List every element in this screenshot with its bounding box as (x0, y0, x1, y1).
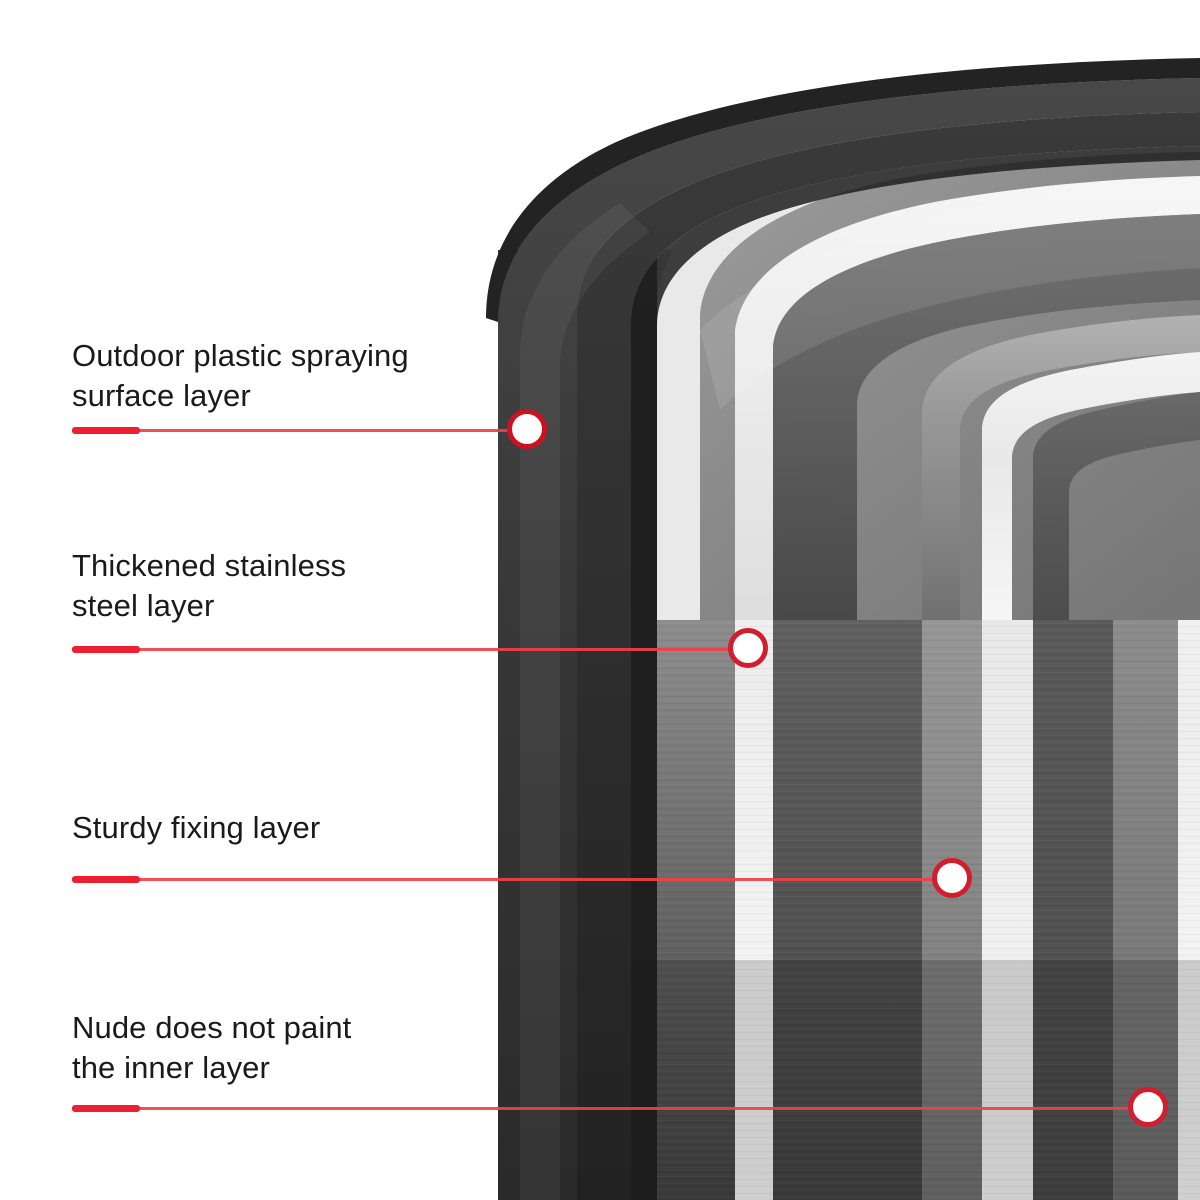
left-white-mask (0, 0, 486, 1200)
rim-group (486, 58, 1200, 1200)
interior-sheen (700, 178, 1200, 410)
callout-dot-thickened-stainless-steel-layer[interactable] (728, 628, 768, 668)
curved-band-fixing-bright (982, 352, 1200, 620)
leader-cap-sturdy-fixing-layer (72, 876, 140, 883)
callout-dot-outdoor-plastic-spraying-surface-layer[interactable] (507, 409, 547, 449)
callout-dot-sturdy-fixing-layer[interactable] (932, 858, 972, 898)
coating-gloss-highlight (520, 203, 650, 1200)
leader-line-sturdy-fixing-layer (72, 878, 944, 881)
curved-band-steel-core (773, 214, 1200, 620)
callout-label-nude-does-not-paint-the-inner-layer: Nude does not paint the inner layer (72, 1010, 352, 1086)
leader-cap-nude-does-not-paint-the-inner-layer (72, 1105, 140, 1112)
leader-line-nude-does-not-paint-the-inner-layer (72, 1107, 1140, 1110)
callout-label-outdoor-plastic-spraying-surface-layer: Outdoor plastic spraying surface layer (72, 338, 409, 414)
black-coating-deep-shadow (631, 146, 1200, 1200)
callout-label-thickened-stainless-steel-layer: Thickened stainless steel layer (72, 548, 347, 624)
curved-band-fixing (922, 315, 1200, 620)
leader-cap-outdoor-plastic-spraying-surface-layer (72, 427, 140, 434)
rim-top-lip (486, 58, 1200, 322)
curved-band-inner-shadow (1033, 392, 1200, 620)
leader-line-outdoor-plastic-spraying-surface-layer (72, 429, 519, 432)
black-coating-inner (577, 112, 1200, 1200)
black-coating-outer (498, 78, 1200, 1200)
leader-cap-thickened-stainless-steel-layer (72, 646, 140, 653)
leader-line-thickened-stainless-steel-layer (72, 648, 740, 651)
callout-dot-nude-does-not-paint-the-inner-layer[interactable] (1128, 1087, 1168, 1127)
callout-label-sturdy-fixing-layer: Sturdy fixing layer (72, 810, 321, 845)
